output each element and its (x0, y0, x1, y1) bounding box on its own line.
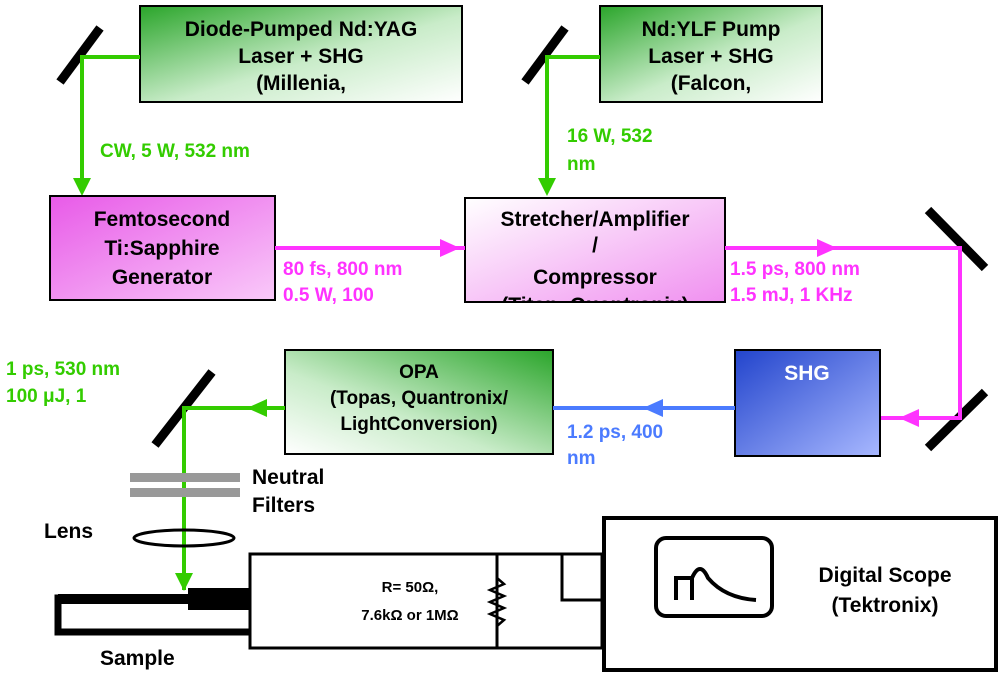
resistor-line2: 7.6kΩ or 1MΩ (361, 607, 458, 624)
opa-line1: OPA (399, 362, 439, 383)
output-beam-label-2: 100 μJ, 1 (6, 386, 87, 407)
stretcher-line1: Stretcher/Amplifier (500, 208, 689, 231)
sample-label: Sample (100, 647, 175, 670)
fs-beam (275, 239, 465, 257)
millenia-line2: Laser + SHG (238, 45, 363, 68)
pump-beam-label-1: 16 W, 532 (567, 126, 653, 147)
lens-label: Lens (44, 520, 93, 543)
scope-line1: Digital Scope (818, 564, 951, 587)
filters-label-2: Filters (252, 494, 315, 517)
blue-beam-label-2: nm (567, 448, 596, 469)
pump-beam (538, 55, 600, 196)
mirror-right-top (924, 206, 989, 272)
millenia-line4: Spectra-Physics) (216, 99, 386, 122)
falcon-line2: Laser + SHG (648, 45, 773, 68)
pulse-trace-icon (674, 567, 757, 602)
scope-line2: (Tektronix) (832, 594, 939, 617)
neutral-filters (130, 473, 240, 497)
cw-beam (73, 55, 140, 196)
opa-line3: LightConversion) (340, 414, 497, 435)
opa-line2: (Topas, Quantronix/ (330, 388, 509, 409)
circuit-box: R= 50Ω, 7.6kΩ or 1MΩ (248, 552, 604, 650)
falcon-line4: Quantronix) (652, 99, 771, 122)
stretcher-amplifier-box: Stretcher/Amplifier / Compressor (Titan,… (464, 197, 726, 317)
millenia-line3: (Millenia, (256, 72, 346, 95)
ti-sapphire-generator-box: Femtosecond Ti:Sapphire Generator (49, 195, 276, 301)
millenia-line1: Diode-Pumped Nd:YAG (185, 18, 418, 41)
millenia-laser-box: Diode-Pumped Nd:YAG Laser + SHG (Milleni… (139, 5, 463, 122)
resistor-line1: R= 50Ω, (382, 579, 439, 596)
stretcher-line2: / (592, 234, 598, 257)
ps-beam-label-1: 1.5 ps, 800 nm (730, 259, 860, 280)
opa-box: OPA (Topas, Quantronix/ LightConversion) (284, 349, 554, 455)
fs-beam-label-1: 80 fs, 800 nm (283, 259, 402, 280)
fs-beam-label-2: 0.5 W, 100 (283, 285, 374, 306)
generator-line2: Ti:Sapphire (104, 237, 219, 260)
falcon-line3: (Falcon, (671, 72, 752, 95)
blue-beam-label-1: 1.2 ps, 400 (567, 422, 663, 443)
stretcher-line3: Compressor (533, 266, 657, 289)
ps-beam-label-2: 1.5 mJ, 1 KHz (730, 285, 853, 306)
generator-line1: Femtosecond (94, 208, 231, 231)
generator-line3: Generator (112, 266, 212, 289)
falcon-laser-box: Nd:YLF Pump Laser + SHG (Falcon, Quantro… (599, 5, 823, 122)
ps-beam (725, 239, 962, 427)
digital-scope: Digital Scope (Tektronix) (602, 516, 998, 672)
falcon-line1: Nd:YLF Pump (642, 18, 781, 41)
filters-label-1: Neutral (252, 466, 324, 489)
stretcher-line4: (Titan, Quantronix) (501, 294, 688, 317)
shg-label: SHG (784, 362, 830, 385)
lens (132, 528, 236, 548)
output-beam-label-1: 1 ps, 530 nm (6, 359, 120, 380)
blue-beam (553, 399, 735, 417)
shg-box: SHG (734, 349, 881, 457)
pump-beam-label-2: nm (567, 154, 596, 175)
sample (54, 588, 262, 636)
cw-beam-label: CW, 5 W, 532 nm (100, 141, 250, 162)
